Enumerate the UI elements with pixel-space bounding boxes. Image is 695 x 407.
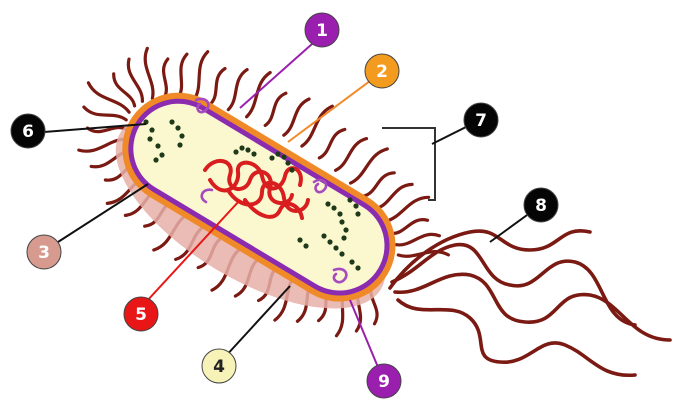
ribosome [341, 235, 346, 240]
ribosome [177, 142, 182, 147]
ribosome [343, 227, 348, 232]
flagellum [390, 231, 590, 288]
label-4-text: 4 [213, 357, 225, 377]
pilus [319, 129, 345, 158]
label-8-text: 8 [535, 196, 547, 216]
label-1: 1 [305, 13, 339, 47]
pili-bracket [382, 128, 435, 200]
ribosome [327, 239, 332, 244]
label-3-text: 3 [38, 243, 50, 263]
leader-line-2 [288, 72, 382, 142]
pilus [396, 234, 439, 245]
pilus [247, 73, 271, 117]
pilus [392, 220, 428, 234]
label-7: 7 [464, 103, 498, 137]
ribosome [325, 201, 330, 206]
ribosome [169, 119, 174, 124]
pilus [84, 107, 126, 120]
ribosome [281, 154, 286, 159]
ribosome [269, 155, 274, 160]
ribosome [275, 151, 280, 156]
label-6-text: 6 [22, 122, 34, 142]
ribosome [159, 152, 164, 157]
ribosome [239, 145, 244, 150]
pilus [178, 54, 187, 97]
label-8: 8 [524, 188, 558, 222]
ribosome [147, 136, 152, 141]
pilus [364, 173, 394, 196]
ribosome [153, 157, 158, 162]
label-2-text: 2 [376, 62, 388, 82]
ribosome [303, 243, 308, 248]
ribosome [339, 251, 344, 256]
ribosome [233, 149, 238, 154]
pilus [385, 197, 429, 221]
pilus [128, 59, 142, 101]
pilus [211, 69, 225, 104]
ribosome [251, 151, 256, 156]
label-1-text: 1 [316, 21, 328, 41]
pilus [336, 139, 367, 171]
label-6: 6 [11, 114, 45, 148]
ribosome [331, 205, 336, 210]
pilus [164, 59, 168, 97]
label-9-text: 9 [378, 372, 390, 392]
label-3: 3 [27, 235, 61, 269]
label-2: 2 [365, 54, 399, 88]
ribosome [355, 211, 360, 216]
pilus [194, 52, 208, 100]
pilus [88, 83, 129, 112]
ribosome [245, 147, 250, 152]
ribosome [355, 265, 360, 270]
ribosome [333, 245, 338, 250]
ribosome [353, 203, 358, 208]
flagellum [398, 300, 635, 375]
ribosome [339, 219, 344, 224]
ribosome [347, 197, 352, 202]
flagellum [395, 274, 670, 340]
ribosome [321, 233, 326, 238]
ribosome [297, 237, 302, 242]
pilus [265, 93, 286, 125]
leader-line-4 [224, 286, 290, 358]
label-9: 9 [367, 364, 401, 398]
ribosome [179, 133, 184, 138]
ribosome [349, 259, 354, 264]
ribosome [155, 143, 160, 148]
label-4: 4 [202, 349, 236, 383]
ribosome [175, 125, 180, 130]
pilus [145, 48, 153, 98]
label-5-text: 5 [135, 305, 147, 325]
ribosome [337, 211, 342, 216]
label-5: 5 [124, 297, 158, 331]
ribosome [149, 127, 154, 132]
label-7-text: 7 [475, 111, 487, 131]
ribosome [289, 167, 294, 172]
ribosome [285, 160, 290, 165]
